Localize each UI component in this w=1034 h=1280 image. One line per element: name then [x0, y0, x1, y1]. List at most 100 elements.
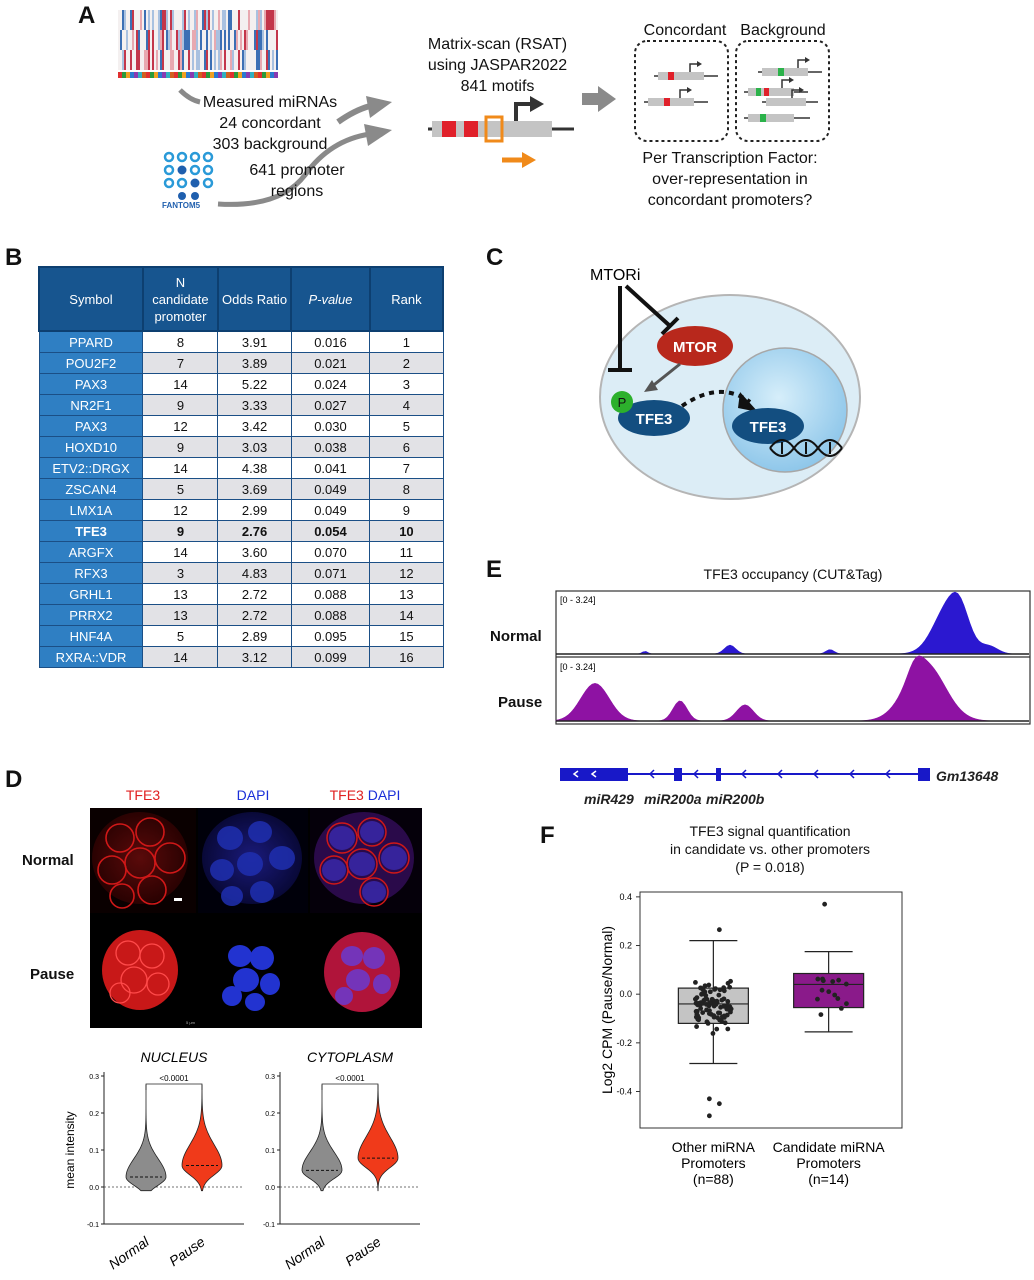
data-point — [844, 1001, 849, 1007]
table-cell: 0.038 — [290, 436, 371, 458]
table-cell: 14 — [142, 457, 219, 479]
table-cell-symbol: PAX3 — [38, 373, 144, 395]
col-pvalue: P-value — [290, 266, 371, 332]
ytick-label: 0.0 — [619, 989, 632, 999]
table-cell-symbol: RXRA::VDR — [38, 646, 144, 668]
panel-b-label: B — [5, 244, 23, 271]
svg-text:FANTOM5: FANTOM5 — [162, 201, 201, 210]
pause-dapi-image — [198, 918, 308, 1028]
data-point — [707, 989, 713, 995]
data-point — [714, 1026, 720, 1032]
violin-ytick-label: -0.1 — [87, 1222, 99, 1229]
table-cell: 0.088 — [290, 604, 371, 626]
data-point — [727, 984, 733, 990]
table-cell: 9 — [142, 394, 219, 416]
table-cell: 3.91 — [217, 330, 292, 353]
gene-gm13648: Gm13648 — [936, 768, 998, 784]
mtor-tfe3-diagram: MTORi MTOR TFE3 P TFE3 — [590, 267, 861, 500]
violin-ytick-label: 0.3 — [265, 1074, 275, 1081]
table-cell-symbol: GRHL1 — [38, 583, 144, 605]
violin-ylabel: mean intensity — [63, 1111, 77, 1188]
row-normal-label: Normal — [22, 852, 74, 869]
occupancy-title: TFE3 occupancy (CUT&Tag) — [703, 566, 883, 582]
col-dapi-header: DAPI — [236, 787, 270, 803]
table-cell: 0.024 — [290, 373, 371, 395]
tfe3-cytoplasm-node: TFE3 — [636, 411, 673, 428]
data-point — [815, 996, 820, 1002]
table-cell-symbol: RFX3 — [38, 562, 144, 584]
table-cell: 13 — [369, 583, 444, 605]
boxplot-title-3: (P = 0.018) — [735, 859, 805, 875]
violin-ytick-label: 0.1 — [89, 1148, 99, 1155]
data-point — [818, 1012, 824, 1018]
table-cell: 14 — [142, 373, 219, 395]
violin-category-label: Pause — [342, 1233, 384, 1269]
concordant-label: Concordant — [643, 22, 727, 39]
table-cell: 9 — [142, 436, 219, 458]
track-normal-label: Normal — [490, 628, 542, 645]
data-point — [728, 978, 733, 984]
table-cell-symbol: PRRX2 — [38, 604, 144, 626]
boxplot-title-1: TFE3 signal quantification — [689, 823, 851, 839]
ytick-label: -0.2 — [616, 1038, 632, 1048]
table-cell: 0.071 — [290, 562, 371, 584]
table-cell: 2.76 — [217, 520, 292, 542]
table-cell: 5 — [142, 625, 219, 647]
ytick-label: -0.4 — [616, 1087, 632, 1097]
box — [793, 972, 865, 1009]
tf-enrichment-table: Symbol N candidate promoter Odds Ratio P… — [38, 266, 445, 668]
table-cell: 12 — [142, 415, 219, 437]
significance-bracket — [321, 1083, 379, 1090]
table-cell: 0.049 — [290, 478, 371, 500]
significance-label: <0.0001 — [159, 1074, 189, 1083]
table-cell: 3 — [369, 373, 444, 395]
table-cell: 7 — [369, 457, 444, 479]
normal-merge-image — [310, 808, 422, 913]
question-line-3: concordant promoters? — [647, 192, 813, 209]
violin-ytick-label: 0.2 — [89, 1111, 99, 1118]
data-point — [704, 1007, 709, 1013]
violin-ytick-label: 0.3 — [89, 1074, 99, 1081]
table-cell: 15 — [369, 625, 444, 647]
promoter-line-1: 641 promoter — [249, 162, 345, 179]
gene-mir200b: miR200b — [706, 791, 765, 807]
violin-pause — [357, 1084, 399, 1192]
violin-pause — [181, 1084, 223, 1192]
ytick-label: 0.2 — [619, 941, 632, 951]
motif-scan-diagram — [428, 96, 574, 168]
table-cell-symbol: NR2F1 — [38, 394, 144, 416]
data-point — [819, 987, 825, 993]
col-symbol: Symbol — [38, 266, 144, 332]
data-point — [820, 976, 825, 982]
promoter-line-2: regions — [270, 183, 324, 200]
mtor-node: MTOR — [673, 339, 717, 356]
gene-mir200a: miR200a — [644, 791, 702, 807]
data-point — [835, 996, 841, 1001]
question-text: Per Transcription Factor: over-represent… — [620, 148, 840, 211]
violin-normal — [125, 1085, 167, 1192]
data-point — [725, 1006, 730, 1012]
table-cell: 6 — [369, 436, 444, 458]
violin-title: NUCLEUS — [141, 1049, 209, 1065]
significance-bracket — [145, 1083, 203, 1090]
col-odds-ratio: Odds Ratio — [216, 266, 293, 332]
mtori-label: MTORi — [590, 267, 640, 284]
data-point — [722, 1020, 728, 1026]
table-cell-symbol: LMX1A — [38, 499, 144, 521]
rsat-line-3: 841 motifs — [460, 78, 535, 95]
table-cell: 13 — [142, 583, 219, 605]
mirna-line-1: Measured miRNAs — [202, 94, 338, 111]
panel-a-label: A — [78, 2, 96, 29]
table-cell: 8 — [369, 478, 444, 500]
data-point — [725, 1026, 731, 1032]
data-point — [713, 986, 718, 992]
